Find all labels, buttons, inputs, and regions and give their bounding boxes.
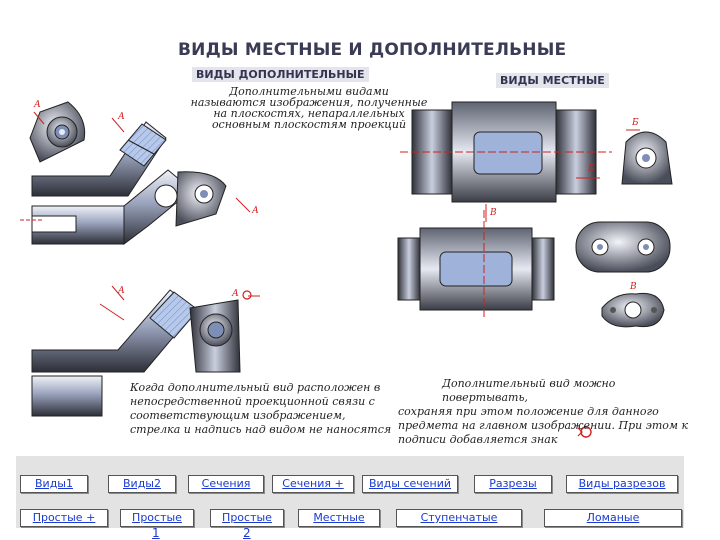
subtitle-additional: ВИДЫ ДОПОЛНИТЕЛЬНЫЕ [192, 67, 369, 82]
nav-vidy1-button[interactable]: Виды1 [20, 475, 88, 493]
nav-prostye-1-button[interactable]: Простые [120, 509, 194, 527]
nav-page-1-link[interactable]: 1 [152, 526, 160, 540]
part-bent-bar-bottom [31, 289, 241, 417]
nav-secheniya-button[interactable]: Сечения [188, 475, 264, 493]
nav-prostye-plus-button[interactable]: Простые + [20, 509, 108, 527]
nav-lomanye-button[interactable]: Ломаные [544, 509, 682, 527]
nav-vidy-secheniy-button[interactable]: Виды сечений [362, 475, 458, 493]
label-a-2: А [118, 112, 125, 122]
nav-prostye-2-button[interactable]: Простые [210, 509, 284, 527]
label-b-2: Б [588, 164, 595, 174]
part-cam-view [621, 131, 673, 185]
nav-stupenchatye-button[interactable]: Ступенчатые [396, 509, 522, 527]
part-fork-top [20, 169, 227, 245]
part-flange [601, 292, 665, 328]
definition-text: Дополнительными видами называются изобра… [190, 85, 428, 131]
nav-secheniya-plus-button[interactable]: Сечения + [272, 475, 354, 493]
note-right: Дополнительный вид можно повертывать, со… [398, 377, 689, 446]
part-boss-top [29, 101, 86, 163]
label-a-5: А [232, 289, 239, 299]
label-a-1: А [34, 100, 41, 110]
part-bent-bar-top [31, 121, 167, 197]
label-a-4: А [118, 286, 125, 296]
rotation-sign-icon-small [242, 290, 252, 300]
nav-vidy2-button[interactable]: Виды2 [108, 475, 176, 493]
part-block-top [397, 210, 555, 320]
part-block-front [400, 101, 612, 203]
subtitle-local: ВИДЫ МЕСТНЫЕ [496, 73, 609, 88]
page-title: ВИДЫ МЕСТНЫЕ И ДОПОЛНИТЕЛЬНЫЕ [178, 40, 567, 60]
note-left: Когда дополнительный вид расположен в не… [130, 381, 392, 436]
view-arrows-left [33, 111, 260, 301]
label-v-1: В [490, 208, 497, 218]
nav-page-2-link[interactable]: 2 [243, 526, 251, 540]
label-b-1: Б [632, 118, 639, 128]
view-arrows-right [485, 129, 640, 222]
part-slot-plate [575, 221, 671, 273]
nav-vidy-razrezov-button[interactable]: Виды разрезов [566, 475, 678, 493]
label-a-3: А [252, 206, 259, 216]
nav-razrezy-button[interactable]: Разрезы [474, 475, 552, 493]
label-v-2: В [630, 282, 637, 292]
nav-mestnye-button[interactable]: Местные [298, 509, 380, 527]
rotation-sign-icon [577, 426, 592, 438]
